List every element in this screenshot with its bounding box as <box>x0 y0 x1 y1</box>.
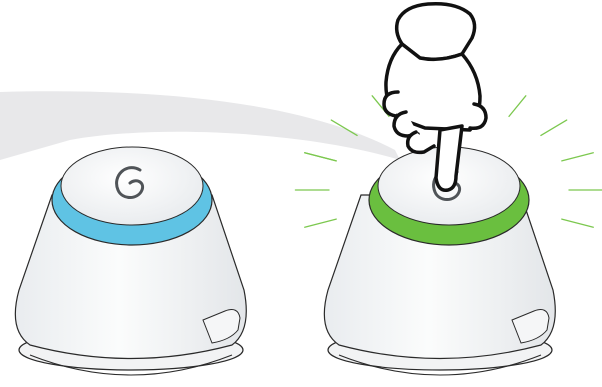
glow-ray <box>562 153 594 161</box>
device-left-top <box>61 147 203 225</box>
glow-ray <box>305 219 337 227</box>
device-left <box>15 147 246 375</box>
glow-ray <box>509 96 526 117</box>
glow-ray <box>562 219 594 227</box>
glow-ray <box>305 153 337 161</box>
glow-ray <box>541 120 567 135</box>
